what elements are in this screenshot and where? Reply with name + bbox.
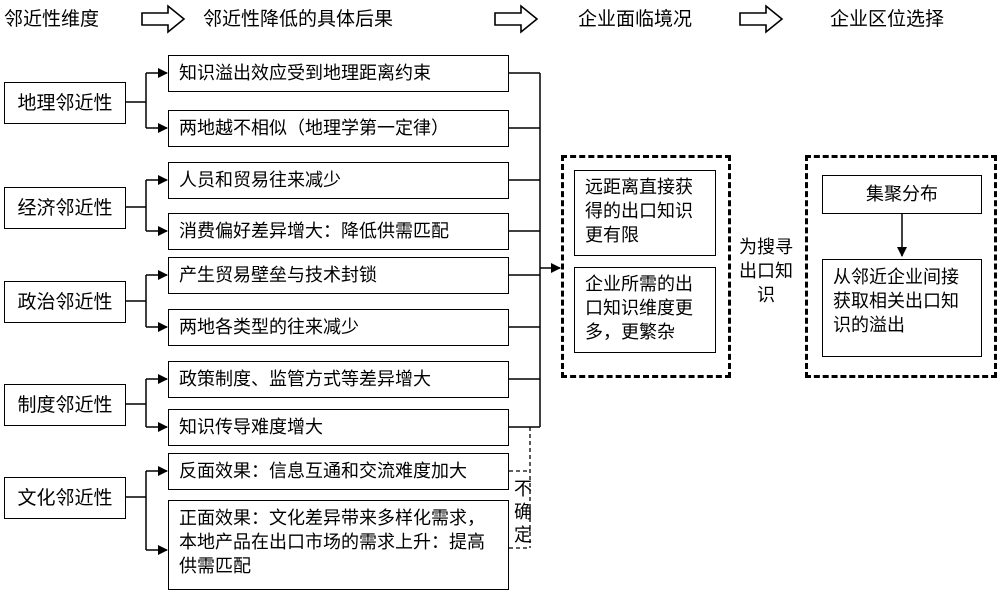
dimension-box-economic: 经济邻近性: [4, 187, 126, 229]
consequence-box: 两地各类型的往来减少: [168, 309, 509, 346]
consequence-box: 产生贸易壁垒与技术封锁: [168, 257, 509, 294]
consequence-box: 反面效果：信息互通和交流难度加大: [168, 453, 509, 490]
choice-group: [805, 155, 997, 378]
situation-box-complex-knowledge: 企业所需的出口知识维度更多，更繁杂: [574, 267, 716, 353]
header-situation: 企业面临境况: [578, 8, 693, 30]
consequence-box-positive: 正面效果：文化差异带来多样化需求，本地产品在出口市场的需求上升：提高供需匹配: [168, 500, 509, 590]
header-arrow-icon: [494, 4, 539, 34]
uncertain-label: 不确定: [514, 479, 532, 546]
header-consequence: 邻近性降低的具体后果: [203, 8, 394, 30]
consequence-box: 两地越不相似（地理学第一定律）: [168, 110, 509, 147]
header-dimension: 邻近性维度: [4, 8, 100, 30]
choice-box-agglomeration: 集聚分布: [822, 175, 982, 214]
dimension-box-institutional: 制度邻近性: [4, 384, 126, 426]
situation-group: [561, 155, 731, 378]
consequence-box: 政策制度、监管方式等差异增大: [168, 361, 509, 398]
search-label: 为搜寻出口知识: [731, 236, 801, 308]
dimension-box-cultural: 文化邻近性: [4, 477, 126, 519]
header-arrow-icon: [141, 4, 186, 34]
header-arrow-icon: [739, 4, 784, 34]
consequence-box: 知识传导难度增大: [168, 409, 509, 446]
choice-box-spillover: 从邻近企业间接获取相关出口知识的溢出: [822, 259, 982, 357]
dimension-box-geographic: 地理邻近性: [4, 82, 126, 124]
consequence-box: 消费偏好差异增大：降低供需匹配: [168, 213, 509, 250]
header-choice: 企业区位选择: [830, 8, 945, 30]
dimension-box-political: 政治邻近性: [4, 281, 126, 323]
consequence-box: 知识溢出效应受到地理距离约束: [168, 55, 509, 92]
consequence-box: 人员和贸易往来减少: [168, 162, 509, 199]
situation-box-limited-knowledge: 远距离直接获得的出口知识更有限: [574, 170, 716, 256]
